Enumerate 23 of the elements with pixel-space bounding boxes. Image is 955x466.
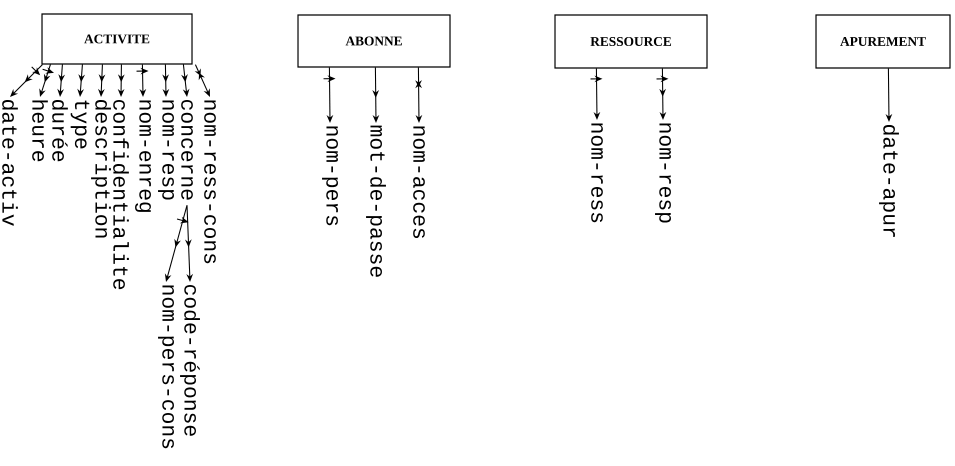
arrow (10, 64, 43, 97)
attribute-label: nom-pers (322, 126, 338, 226)
attribute-label: date-activ (2, 100, 18, 226)
entity-box: ABONNE (297, 14, 451, 68)
attribute-label: concerne (181, 100, 193, 200)
entity-box: ACTIVITE (41, 13, 193, 65)
attribute-label: nom-pers-cons (158, 285, 174, 448)
attribute-label: mot-de-passe (366, 126, 386, 277)
attribute-label: durée (52, 100, 68, 162)
attribute-label: nom-acces (413, 126, 425, 238)
attribute-label: nom-enreg (135, 100, 151, 212)
attribute-label: type (70, 100, 90, 148)
attribute-label: description (91, 100, 111, 238)
attribute-label: confidentialite (113, 100, 129, 290)
attribute-label: code-réponse (180, 284, 200, 436)
attribute-label: nom-ress (591, 123, 603, 222)
attribute-label: date-apur (879, 125, 899, 237)
attribute-label: nom-resp (655, 123, 671, 223)
entity-box: APUREMENT (815, 14, 951, 69)
attribute-label: nom-ress-cons (204, 100, 216, 264)
attribute-label: nom-resp (158, 100, 174, 200)
attribute-label: heure (32, 100, 48, 162)
entity-box: RESSOURCE (554, 14, 708, 69)
